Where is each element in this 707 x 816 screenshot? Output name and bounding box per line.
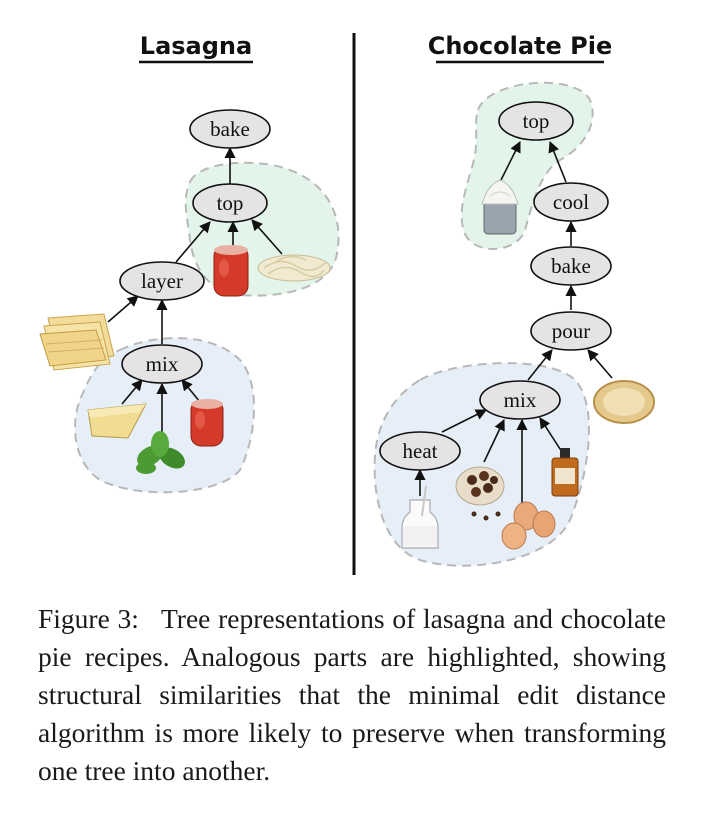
pie-node-heat-label: heat (403, 439, 438, 463)
lasagna-title: Lasagna (140, 32, 252, 60)
edge-cool-top (548, 140, 567, 183)
edge-choc-mix (483, 418, 505, 463)
edge-heat-mix (441, 409, 488, 433)
chocolate-chips-icon (455, 466, 505, 521)
shredded-cheese-icon (257, 254, 331, 282)
pie-node-heat: heat (379, 431, 461, 471)
basil-icon (136, 431, 185, 474)
pie-node-pour: pour (530, 311, 612, 351)
edge-cheese-top (251, 219, 283, 255)
lasagna-node-bake-label: bake (210, 117, 250, 141)
pie-node-bake-label: bake (551, 254, 591, 278)
pie-node-bake: bake (530, 246, 612, 286)
edge-sauce2-mix (181, 379, 201, 403)
lasagna-node-top: top (192, 183, 268, 223)
pie-node-pour-label: pour (552, 319, 591, 343)
pie-title: Chocolate Pie (428, 32, 613, 60)
lasagna-node-mix-label: mix (146, 352, 179, 376)
pie-node-top-label: top (523, 109, 550, 133)
lasagna-edges (107, 146, 283, 434)
edge-vanilla-mix (539, 417, 563, 453)
pie-edges (414, 140, 613, 504)
vanilla-extract-icon (551, 448, 579, 497)
milk-bottle-icon (401, 485, 439, 549)
edge-mix-pour (527, 349, 553, 381)
edge-sheets-layer (107, 295, 139, 323)
lasagna-node-layer-label: layer (141, 269, 183, 293)
recipe-trees-figure: Lasagna Chocolate Pie bake top layer mix (39, 32, 655, 575)
lasagna-node-bake: bake (189, 109, 271, 149)
eggs-icon (501, 501, 556, 550)
whipped-cream-icon (481, 179, 519, 235)
edge-cream-top (499, 140, 521, 183)
pie-node-cool-label: cool (553, 190, 589, 214)
pie-node-cool: cool (533, 182, 609, 222)
edge-layer-top (175, 221, 211, 263)
edge-parmesan-mix (121, 379, 143, 405)
lasagna-node-layer: layer (119, 261, 205, 301)
edge-crust-pour (587, 349, 613, 379)
pie-node-top: top (498, 101, 574, 141)
caption-text: Tree representations of lasagna and choc… (38, 603, 666, 786)
lasagna-sheets-icon (39, 313, 115, 371)
lasagna-node-mix: mix (121, 344, 203, 384)
lasagna-node-top-label: top (217, 191, 244, 215)
pie-crust-icon (593, 380, 655, 424)
tomato-sauce-jar-icon (190, 399, 224, 447)
tomato-sauce-jar-icon (213, 245, 249, 297)
lasagna-mix-highlight (74, 337, 255, 494)
pie-node-mix: mix (479, 380, 561, 420)
parmesan-cheese-icon (87, 403, 147, 439)
pie-node-mix-label: mix (504, 388, 537, 412)
figure-caption: Figure 3:Tree representations of lasagna… (38, 600, 666, 790)
caption-label: Figure 3: (38, 603, 139, 634)
